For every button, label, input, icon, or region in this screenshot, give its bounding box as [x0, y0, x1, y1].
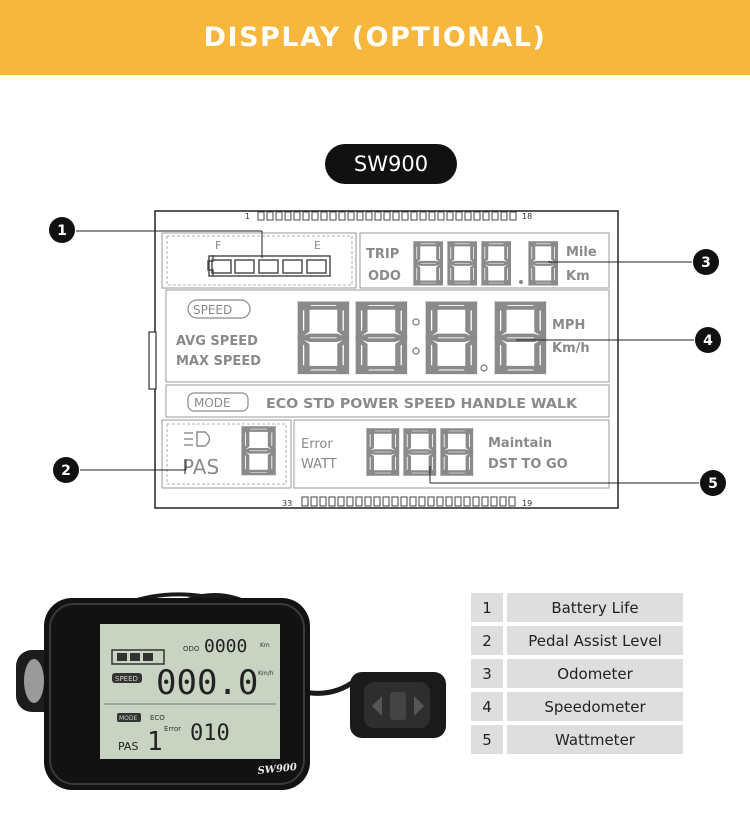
photo-km-label: Km	[260, 642, 270, 649]
photo-mode-badge: MODE	[119, 715, 138, 722]
photo-mode-value: ECO	[150, 714, 165, 722]
callout-1-number: 1	[57, 223, 67, 239]
legend-label: Speedometer	[507, 692, 683, 721]
photo-pas-label: PAS	[118, 740, 138, 753]
speed-badge	[187, 299, 251, 319]
legend-number: 1	[471, 593, 507, 622]
model-badge: SW900	[325, 144, 457, 184]
mile-label: Mile	[566, 245, 597, 260]
legend-table: 1 Battery Life 2 Pedal Assist Level 3 Od…	[471, 589, 683, 758]
page-title: DISPLAY (OPTIONAL)	[203, 22, 547, 53]
remote-left-arrow-icon	[372, 696, 382, 716]
callout-4-number: 4	[703, 333, 713, 349]
legend-number: 3	[471, 659, 507, 688]
mph-label: MPH	[552, 318, 585, 333]
header-banner: DISPLAY (OPTIONAL)	[0, 0, 750, 75]
battery-empty-label: E	[314, 239, 321, 252]
mode-panel	[165, 384, 610, 418]
photo-speed-badge: SPEED	[115, 675, 138, 683]
photo-speed-value: 000.0	[156, 663, 258, 703]
callout-5	[429, 466, 699, 484]
bottom-pin-row	[301, 496, 516, 507]
headlight-icon	[184, 431, 211, 447]
photo-error-value: 010	[190, 721, 230, 746]
top-pin-row	[257, 211, 517, 221]
photo-error-label: Error	[164, 725, 181, 733]
pin-label-18: 18	[522, 212, 532, 221]
photo-pas-value: 1	[147, 727, 163, 757]
pin-label-1: 1	[245, 212, 250, 221]
avg-speed-label: AVG SPEED	[176, 334, 258, 349]
legend-label: Battery Life	[507, 593, 683, 622]
model-name: SW900	[353, 152, 429, 176]
watt-panel	[293, 419, 610, 489]
legend-number: 2	[471, 626, 507, 655]
callout-1	[76, 230, 263, 258]
pas-label: PAS	[182, 455, 219, 479]
km-label: Km	[566, 269, 590, 284]
odo-label: ODO	[368, 269, 401, 284]
pin-label-33: 33	[282, 499, 292, 508]
mode-options: ECO STD POWER SPEED HANDLE WALK	[266, 397, 578, 412]
error-label: Error	[301, 437, 333, 452]
display-screen	[100, 624, 280, 759]
pas-panel	[161, 419, 292, 489]
callout-5-number: 5	[708, 476, 718, 492]
mode-badge	[187, 392, 249, 412]
kmh-label: Km/h	[552, 341, 590, 356]
lcd-frame	[154, 210, 619, 509]
legend-number: 4	[471, 692, 507, 721]
watt-label: WATT	[301, 457, 337, 472]
pas-panel-dashed	[166, 423, 287, 485]
callout-2	[80, 460, 187, 471]
pin-label-19: 19	[522, 499, 532, 508]
battery-panel-dashed	[166, 235, 353, 286]
legend-row: 5 Wattmeter	[471, 725, 683, 754]
legend-row: 1 Battery Life	[471, 593, 683, 622]
remote-right-arrow-icon	[414, 696, 424, 716]
trip-label: TRIP	[366, 247, 399, 262]
dst-to-go-label: DST TO GO	[488, 457, 568, 472]
speed-panel	[165, 289, 610, 383]
lcd-diagram: 1 18 33 19 F E TRIP ODO Mile Km SPEED AV…	[49, 210, 726, 509]
legend-label: Odometer	[507, 659, 683, 688]
legend-label: Wattmeter	[507, 725, 683, 754]
callout-3-number: 3	[701, 255, 711, 271]
legend-row: 2 Pedal Assist Level	[471, 626, 683, 655]
battery-full-label: F	[215, 239, 221, 252]
photo-odo-label: ODO	[183, 645, 200, 653]
legend-label: Pedal Assist Level	[507, 626, 683, 655]
maintain-label: Maintain	[488, 436, 552, 451]
odo-panel	[359, 232, 610, 289]
photo-kmh-label: Km/h	[258, 670, 274, 677]
display-photo: ODO 0000 Km SPEED 000.0 Km/h MODE ECO PA…	[16, 592, 446, 790]
legend-number: 5	[471, 725, 507, 754]
odometer-digits	[413, 240, 559, 286]
battery-icon	[207, 255, 331, 277]
legend-row: 4 Speedometer	[471, 692, 683, 721]
photo-brand: SW900	[257, 762, 297, 777]
callout-2-number: 2	[61, 463, 71, 479]
max-speed-label: MAX SPEED	[176, 354, 261, 369]
speed-digits	[300, 303, 543, 372]
photo-odo-value: 0000	[204, 636, 247, 657]
speed-badge-label: SPEED	[193, 303, 232, 317]
legend-row: 3 Odometer	[471, 659, 683, 688]
mode-badge-label: MODE	[194, 396, 231, 410]
lcd-side-tab	[148, 331, 157, 390]
battery-panel	[161, 232, 357, 289]
